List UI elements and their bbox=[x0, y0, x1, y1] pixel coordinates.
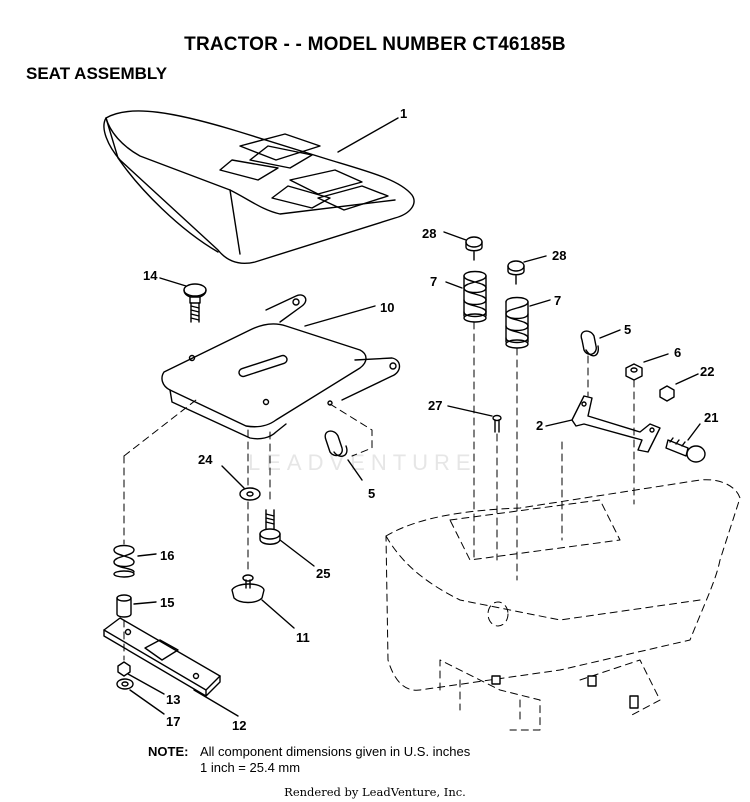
callout-24: 24 bbox=[198, 452, 213, 467]
section-title: SEAT ASSEMBLY bbox=[26, 64, 168, 83]
callout-1: 1 bbox=[400, 106, 407, 121]
washer-part[interactable] bbox=[239, 487, 261, 501]
carriage-bolt-part[interactable] bbox=[183, 283, 207, 323]
callout-13: 13 bbox=[166, 692, 180, 707]
clip-part[interactable] bbox=[580, 330, 600, 357]
callout-27: 27 bbox=[428, 398, 442, 413]
callout-10: 10 bbox=[380, 300, 394, 315]
frame-stud bbox=[491, 675, 639, 709]
spacer-part[interactable] bbox=[116, 594, 132, 618]
callout-2: 2 bbox=[536, 418, 543, 433]
note-label: NOTE: bbox=[148, 744, 189, 759]
callout-7: 7 bbox=[430, 274, 437, 289]
callout-5: 5 bbox=[624, 322, 631, 337]
dimension-note: NOTE: All component dimensions given in U… bbox=[148, 744, 470, 776]
bracket-part[interactable] bbox=[571, 395, 661, 453]
callout-22: 22 bbox=[700, 364, 714, 379]
washer-part[interactable] bbox=[116, 678, 134, 690]
locknut-part[interactable] bbox=[659, 385, 675, 402]
seat-part[interactable] bbox=[103, 110, 415, 264]
callout-28: 28 bbox=[422, 226, 436, 241]
callout-15: 15 bbox=[160, 595, 174, 610]
callout-25: 25 bbox=[316, 566, 330, 581]
spring-part[interactable] bbox=[113, 544, 135, 578]
spring-part[interactable] bbox=[463, 270, 487, 323]
knob-part[interactable] bbox=[231, 574, 265, 604]
clip-part[interactable] bbox=[324, 430, 348, 457]
callout-21: 21 bbox=[704, 410, 718, 425]
adjusting-knob-part[interactable] bbox=[507, 260, 525, 285]
callout-28: 28 bbox=[552, 248, 566, 263]
spring-part[interactable] bbox=[505, 296, 529, 349]
callout-7: 7 bbox=[554, 293, 561, 308]
callout-14: 14 bbox=[143, 268, 158, 283]
nut-part[interactable] bbox=[117, 661, 131, 677]
adjusting-knob-part[interactable] bbox=[465, 236, 483, 261]
shoulder-bolt-part[interactable] bbox=[665, 437, 706, 463]
bolt-part[interactable] bbox=[259, 509, 281, 545]
callout-11: 11 bbox=[296, 630, 310, 645]
nut-part[interactable] bbox=[625, 363, 643, 381]
footer-credit: Rendered by LeadVenture, Inc. bbox=[284, 785, 466, 799]
note-line-1: All component dimensions given in U.S. i… bbox=[200, 744, 471, 759]
seat-pan-part[interactable] bbox=[161, 294, 401, 440]
callout-17: 17 bbox=[166, 714, 180, 729]
page-title: TRACTOR - - MODEL NUMBER CT46185B bbox=[184, 34, 566, 55]
screw-part[interactable] bbox=[492, 414, 502, 433]
callout-12: 12 bbox=[232, 718, 246, 733]
callout-5: 5 bbox=[368, 486, 375, 501]
mounting-plate-part[interactable] bbox=[103, 617, 221, 697]
callout-16: 16 bbox=[160, 548, 174, 563]
watermark-text: LEADVENTURE bbox=[248, 450, 477, 475]
callout-6: 6 bbox=[674, 345, 681, 360]
note-line-2: 1 inch = 25.4 mm bbox=[200, 760, 301, 775]
